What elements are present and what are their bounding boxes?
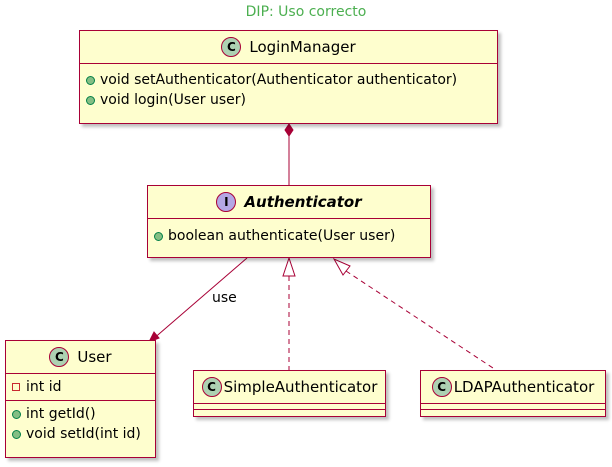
class-stereotype-icon: C: [49, 347, 70, 367]
class-stereotype-icon: C: [221, 37, 242, 57]
realization-triangle-ldap-icon: [332, 257, 351, 276]
class-name: Authenticator: [244, 193, 362, 211]
class-user: C User int id int getId() void setId(int…: [5, 340, 156, 458]
fields-section: [421, 404, 605, 410]
realization-line-ldap: [345, 270, 497, 371]
public-visibility-icon: [86, 95, 95, 105]
class-loginmanager: C LoginManager void setAuthenticator(Aut…: [79, 30, 498, 124]
association-label: use: [212, 290, 237, 306]
public-visibility-icon: [12, 429, 21, 439]
methods-section: int getId() void setId(int id): [6, 401, 155, 447]
association-line: [151, 257, 248, 341]
composition-diamond-icon: [284, 123, 294, 137]
class-header: C LDAPAuthenticator: [421, 371, 605, 404]
class-simpleauthenticator: C SimpleAuthenticator: [193, 370, 386, 417]
class-name: SimpleAuthenticator: [223, 378, 378, 396]
methods-section: [421, 410, 605, 415]
field-item: int id: [12, 377, 155, 397]
fields-section: int id: [6, 374, 155, 401]
class-ldapauthenticator: C LDAPAuthenticator: [420, 370, 606, 417]
private-visibility-icon: [12, 383, 20, 391]
class-header: C SimpleAuthenticator: [194, 371, 385, 404]
public-visibility-icon: [12, 409, 21, 419]
methods-section: [194, 410, 385, 415]
class-header: I Authenticator: [148, 186, 430, 219]
method-item: void setAuthenticator(Authenticator auth…: [86, 70, 497, 90]
methods-section: boolean authenticate(User user): [148, 219, 430, 249]
interface-authenticator: I Authenticator boolean authenticate(Use…: [147, 185, 431, 258]
class-name: User: [77, 348, 112, 366]
class-stereotype-icon: C: [201, 377, 222, 397]
method-item: void login(User user): [86, 90, 497, 110]
diagram-title: DIP: Uso correcto: [245, 4, 367, 20]
method-item: void setId(int id): [12, 424, 155, 444]
method-item: int getId(): [12, 404, 155, 424]
class-header: C User: [6, 341, 155, 374]
fields-section: [194, 404, 385, 410]
realization-triangle-simple-icon: [282, 256, 296, 277]
method-item: boolean authenticate(User user): [154, 226, 430, 246]
interface-stereotype-icon: I: [216, 192, 237, 212]
class-name: LDAPAuthenticator: [453, 378, 595, 396]
methods-section: void setAuthenticator(Authenticator auth…: [80, 64, 497, 113]
class-stereotype-icon: C: [431, 377, 452, 397]
class-name: LoginManager: [249, 38, 356, 56]
public-visibility-icon: [154, 231, 163, 241]
class-header: C LoginManager: [80, 31, 497, 64]
public-visibility-icon: [86, 75, 95, 85]
